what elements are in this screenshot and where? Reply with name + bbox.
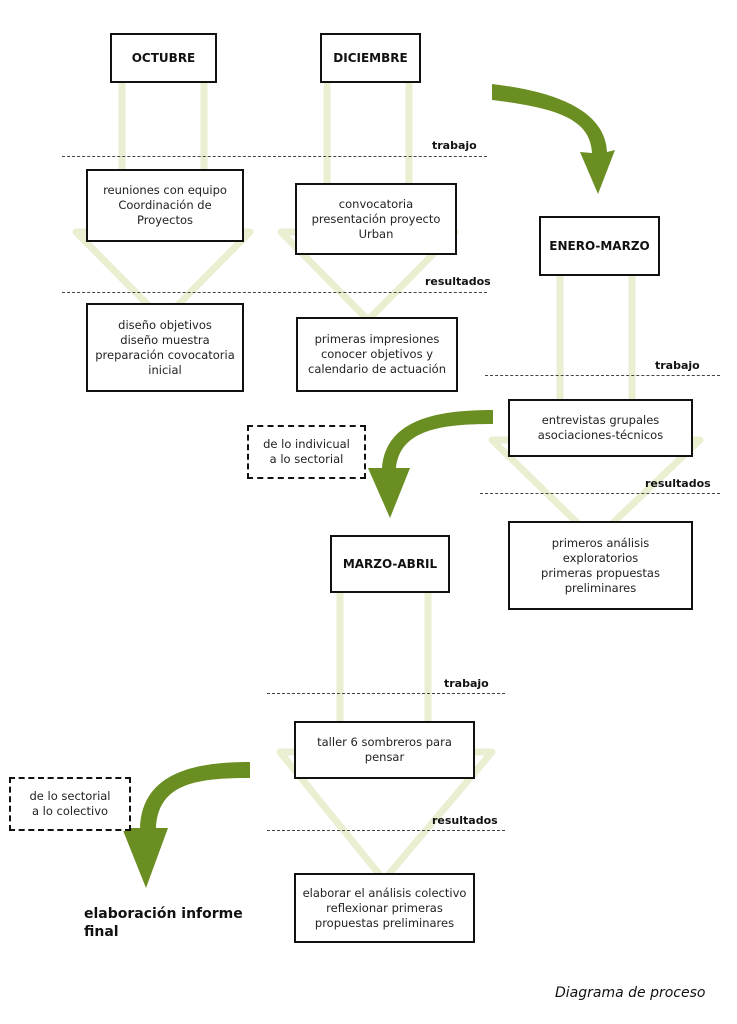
trabajo-box-enero-marzo: entrevistas grupales asociaciones-técnic… (508, 399, 693, 457)
trabajo-box-octubre: reuniones con equipo Coordinación de Pro… (86, 169, 244, 242)
header-enero-marzo: ENERO-MARZO (539, 216, 660, 276)
note-sectorial-to-colectivo: de lo sectorial a lo colectivo (9, 777, 131, 831)
header-diciembre: DICIEMBRE (320, 33, 421, 83)
green-arrow-to-final (122, 762, 250, 888)
separator-resultados-2 (480, 493, 720, 494)
label-trabajo-1: trabajo (432, 139, 477, 152)
separator-trabajo-2 (485, 375, 720, 376)
trabajo-box-marzo-abril: taller 6 sombreros para pensar (294, 721, 475, 779)
separator-trabajo-1 (62, 156, 487, 157)
green-arrow-to-marzo-abril (368, 410, 493, 518)
label-trabajo-2: trabajo (655, 359, 700, 372)
resultados-box-diciembre: primeras impresiones conocer objetivos y… (296, 317, 458, 392)
trabajo-box-diciembre: convocatoria presentación proyecto Urban (295, 183, 457, 255)
label-resultados-1: resultados (425, 275, 491, 288)
separator-resultados-1 (62, 292, 487, 293)
resultados-box-octubre: diseño objetivos diseño muestra preparac… (86, 303, 244, 392)
separator-resultados-3 (267, 830, 505, 831)
resultados-box-enero-marzo: primeros análisis exploratorios primeras… (508, 521, 693, 610)
label-resultados-2: resultados (645, 477, 711, 490)
header-octubre: OCTUBRE (110, 33, 217, 83)
header-marzo-abril: MARZO-ABRIL (330, 535, 450, 593)
separator-trabajo-3 (267, 693, 505, 694)
label-resultados-3: resultados (432, 814, 498, 827)
note-individual-to-sectorial: de lo indivicual a lo sectorial (247, 425, 366, 479)
final-step-label: elaboración informe final (84, 906, 243, 940)
diagram-caption: Diagrama de proceso (555, 985, 706, 1001)
green-arrow-to-enero-marzo (492, 84, 615, 194)
label-trabajo-3: trabajo (444, 677, 489, 690)
resultados-box-marzo-abril: elaborar el análisis colectivo reflexion… (294, 873, 475, 943)
